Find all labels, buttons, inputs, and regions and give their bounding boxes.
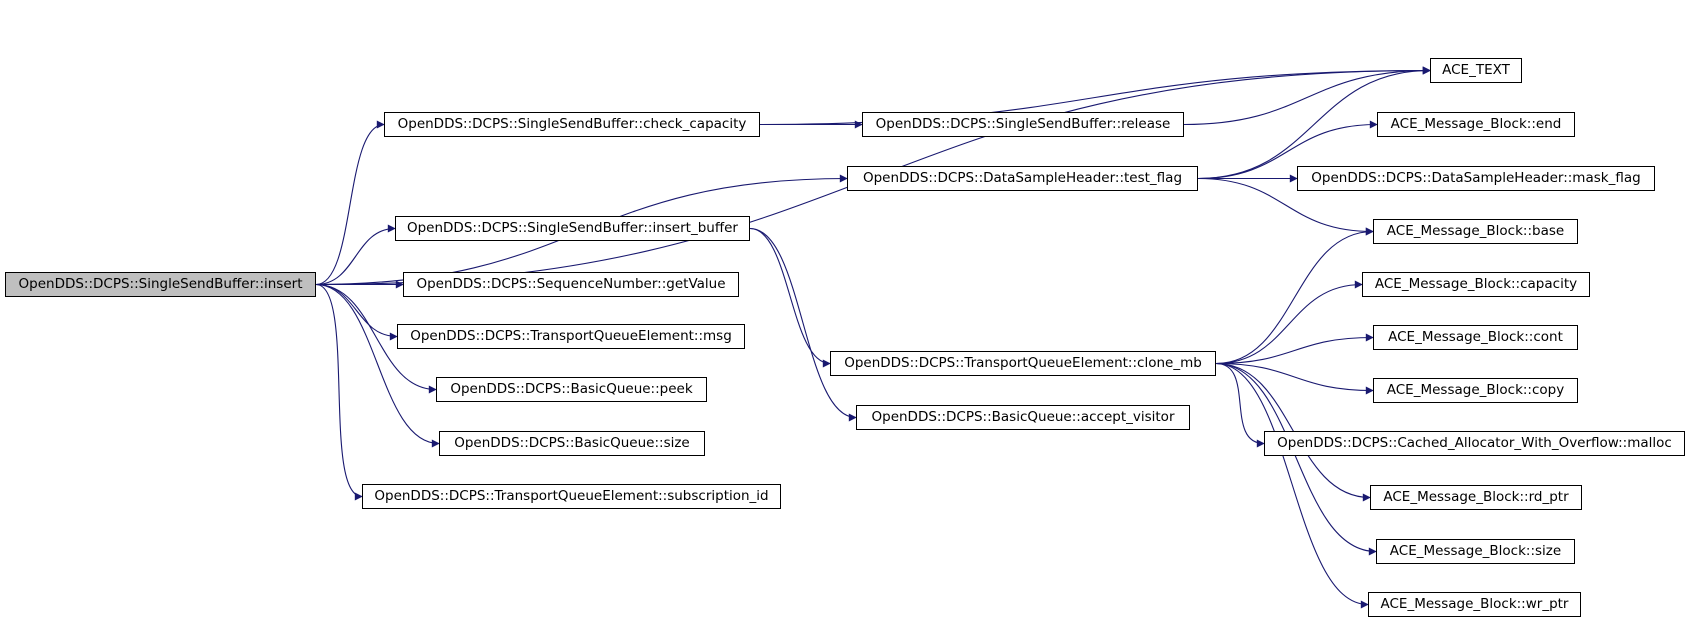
node-insert[interactable]: OpenDDS::DCPS::SingleSendBuffer::insert: [5, 272, 316, 297]
node-test-flag[interactable]: OpenDDS::DCPS::DataSampleHeader::test_fl…: [847, 166, 1198, 191]
node-accept-visitor[interactable]: OpenDDS::DCPS::BasicQueue::accept_visito…: [856, 405, 1190, 430]
edge-test_flag-to-base: [1197, 177, 1374, 236]
edge-clone_mb-to-copy: [1215, 362, 1374, 395]
edge-insert-to-insert_buffer: [315, 224, 396, 286]
node-insert-buffer[interactable]: OpenDDS::DCPS::SingleSendBuffer::insert_…: [395, 216, 750, 241]
node-check-capacity[interactable]: OpenDDS::DCPS::SingleSendBuffer::check_c…: [384, 112, 760, 137]
node-mb-size[interactable]: ACE_Message_Block::size: [1376, 539, 1575, 564]
node-cont[interactable]: ACE_Message_Block::cont: [1373, 325, 1578, 350]
edge-clone_mb-to-size_mb: [1215, 362, 1377, 556]
node-end[interactable]: ACE_Message_Block::end: [1377, 112, 1575, 137]
node-rd-ptr[interactable]: ACE_Message_Block::rd_ptr: [1370, 485, 1582, 510]
node-msg[interactable]: OpenDDS::DCPS::TransportQueueElement::ms…: [397, 324, 745, 349]
node-malloc[interactable]: OpenDDS::DCPS::Cached_Allocator_With_Ove…: [1264, 431, 1685, 456]
edge-insert_buffer-to-clone_mb: [749, 227, 831, 368]
node-base[interactable]: ACE_Message_Block::base: [1373, 219, 1578, 244]
edge-clone_mb-to-capacity: [1215, 280, 1363, 365]
node-clone-mb[interactable]: OpenDDS::DCPS::TransportQueueElement::cl…: [830, 351, 1216, 376]
edge-release-to-ace_text: [1183, 66, 1431, 126]
node-wr-ptr[interactable]: ACE_Message_Block::wr_ptr: [1368, 592, 1581, 617]
edge-insert-to-check_capacity: [315, 120, 385, 286]
edge-clone_mb-to-malloc: [1215, 362, 1265, 448]
node-capacity[interactable]: ACE_Message_Block::capacity: [1362, 272, 1590, 297]
edge-clone_mb-to-cont: [1215, 333, 1374, 365]
edge-clone_mb-to-base: [1215, 227, 1374, 365]
node-ace-text[interactable]: ACE_TEXT: [1430, 58, 1522, 83]
edge-clone_mb-to-rd_ptr: [1215, 362, 1371, 502]
node-mask-flag[interactable]: OpenDDS::DCPS::DataSampleHeader::mask_fl…: [1297, 166, 1655, 191]
node-release[interactable]: OpenDDS::DCPS::SingleSendBuffer::release: [862, 112, 1184, 137]
edge-clone_mb-to-wr_ptr: [1215, 362, 1369, 609]
node-peek[interactable]: OpenDDS::DCPS::BasicQueue::peek: [436, 377, 707, 402]
edge-insert-to-size_q: [315, 283, 440, 448]
edge-test_flag-to-ace_text: [1197, 66, 1431, 180]
edge-insert-to-subscription_id: [315, 283, 363, 501]
node-subscription-id[interactable]: OpenDDS::DCPS::TransportQueueElement::su…: [362, 484, 781, 509]
node-get-value[interactable]: OpenDDS::DCPS::SequenceNumber::getValue: [403, 272, 739, 297]
node-queue-size[interactable]: OpenDDS::DCPS::BasicQueue::size: [439, 431, 705, 456]
edge-test_flag-to-end: [1197, 120, 1378, 180]
edge-insert_buffer-to-accept_visitor: [749, 227, 857, 422]
edge-insert-to-peek: [315, 283, 437, 394]
node-copy[interactable]: ACE_Message_Block::copy: [1373, 378, 1578, 403]
edge-insert-to-msg: [315, 283, 398, 341]
